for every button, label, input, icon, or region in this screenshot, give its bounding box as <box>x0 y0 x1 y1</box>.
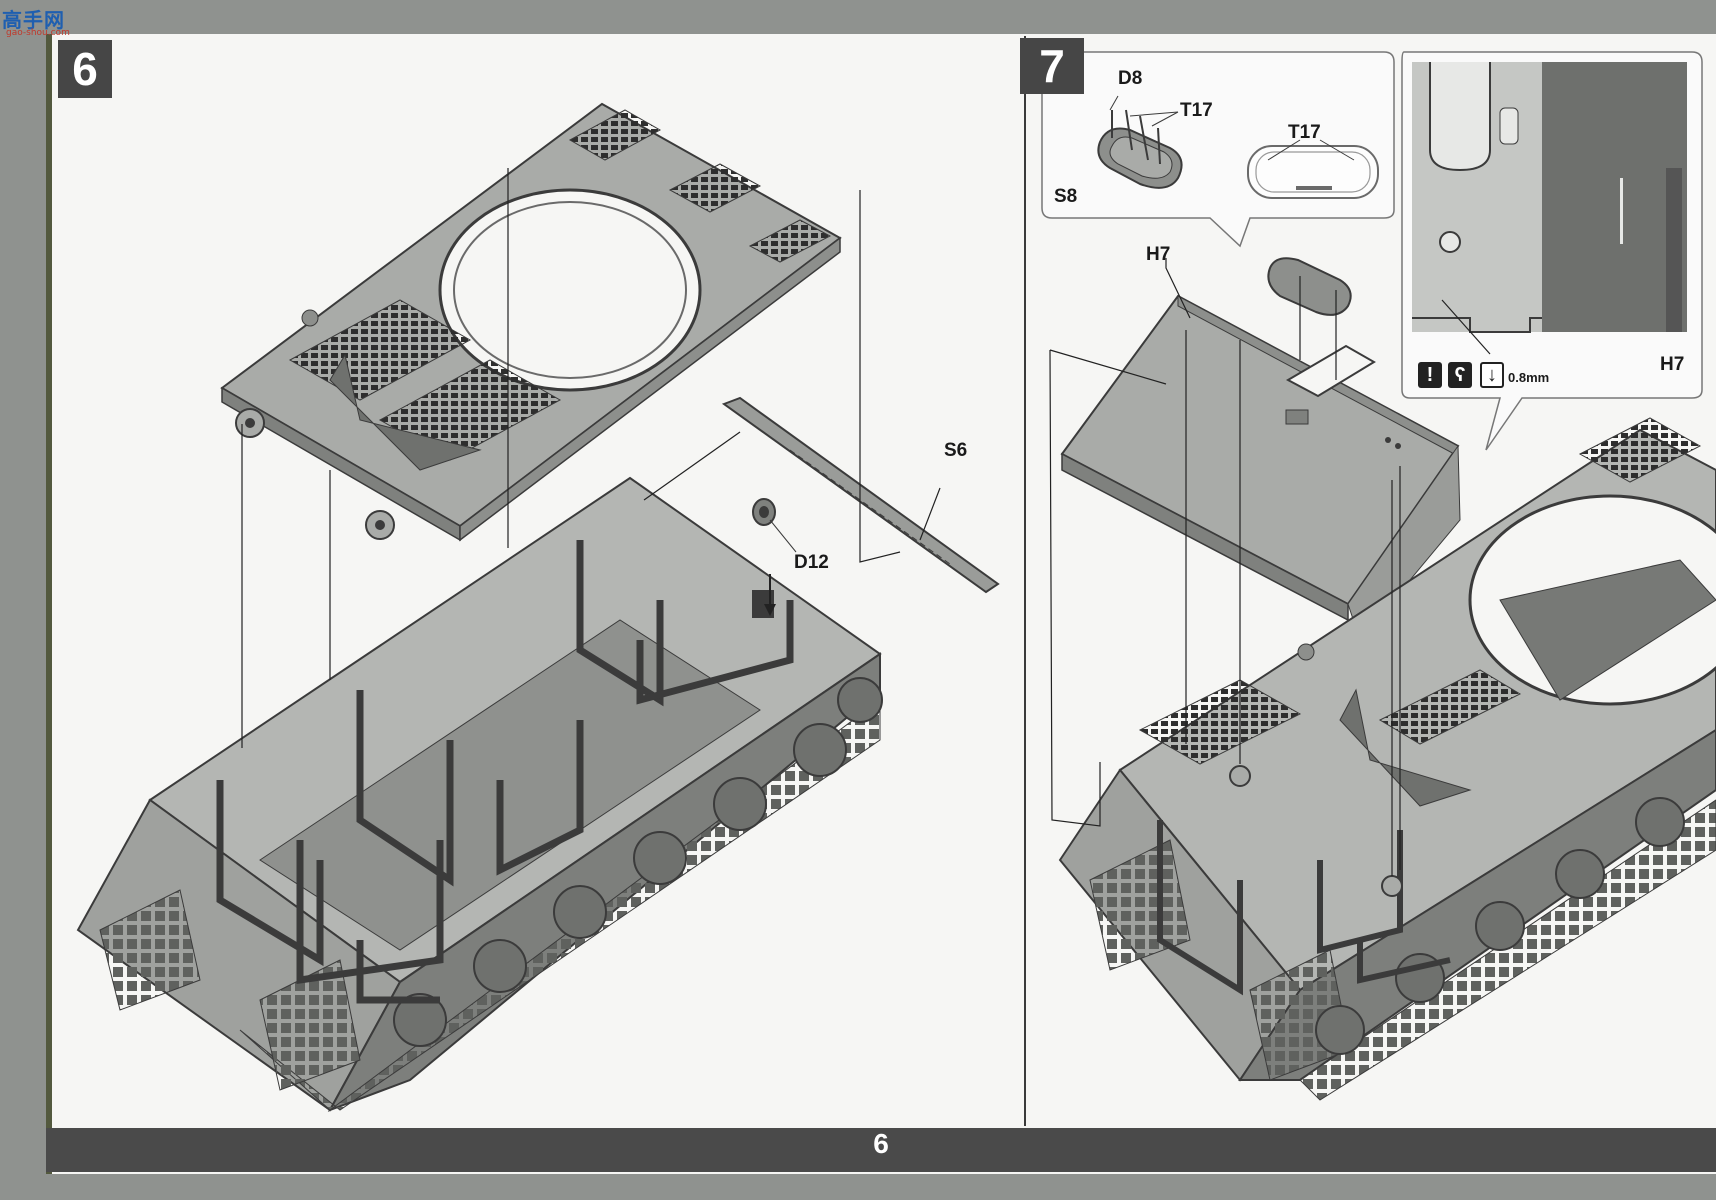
hatch-assembly <box>1097 95 1183 189</box>
part-label-t17-b: T17 <box>1288 122 1321 143</box>
step-divider <box>1024 36 1026 1126</box>
hatch-outline-view <box>1247 139 1379 199</box>
step7-upper-plate <box>1060 257 1461 642</box>
binding-edge <box>46 34 52 1174</box>
drill-size-label: 0.8mm <box>1508 370 1550 385</box>
part-label-d12: D12 <box>794 552 829 573</box>
step6-side-rail <box>721 396 1000 594</box>
hatch-cover <box>1267 257 1352 316</box>
page-footer: 6 <box>46 1128 1716 1172</box>
hand-tool-icon: ʕ <box>1448 362 1472 388</box>
page-number: 6 <box>873 1128 889 1159</box>
warning-icon: ! <box>1418 362 1442 388</box>
part-label-d8: D8 <box>1118 68 1143 89</box>
step7-detail-box <box>1401 51 1703 451</box>
part-label-s8: S8 <box>1054 186 1078 207</box>
road-wheels <box>393 677 883 1047</box>
step7-callout-box <box>1041 51 1395 248</box>
road-wheels-step7 <box>1315 797 1685 1055</box>
part-label-s6: S6 <box>944 440 968 461</box>
watermark-logo: 高手网 <box>2 8 65 32</box>
step6-guide-lines <box>241 168 941 748</box>
part-label-h7: H7 <box>1146 244 1171 265</box>
watermark-url: gao-shou.com <box>6 28 70 38</box>
part-label-t17-a: T17 <box>1180 100 1213 121</box>
step6-hull-tub <box>76 476 883 1112</box>
step-6-badge: 6 <box>58 40 112 98</box>
step6-hull-deck <box>220 102 842 542</box>
drill-icon: ↓ <box>1480 362 1504 388</box>
step7-assembled-hull <box>1058 417 1716 1101</box>
site-watermark: 高手网 gao-shou.com <box>2 4 82 42</box>
step7-guide-lines <box>1049 258 1401 876</box>
part-label-h7-detail: H7 <box>1660 354 1685 375</box>
step6-part-d12 <box>752 498 797 616</box>
step-7-badge: 7 <box>1020 38 1084 94</box>
drill-instruction: ! ʕ ↓ 0.8mm <box>1418 362 1558 390</box>
bulkhead-frames <box>216 540 794 1004</box>
